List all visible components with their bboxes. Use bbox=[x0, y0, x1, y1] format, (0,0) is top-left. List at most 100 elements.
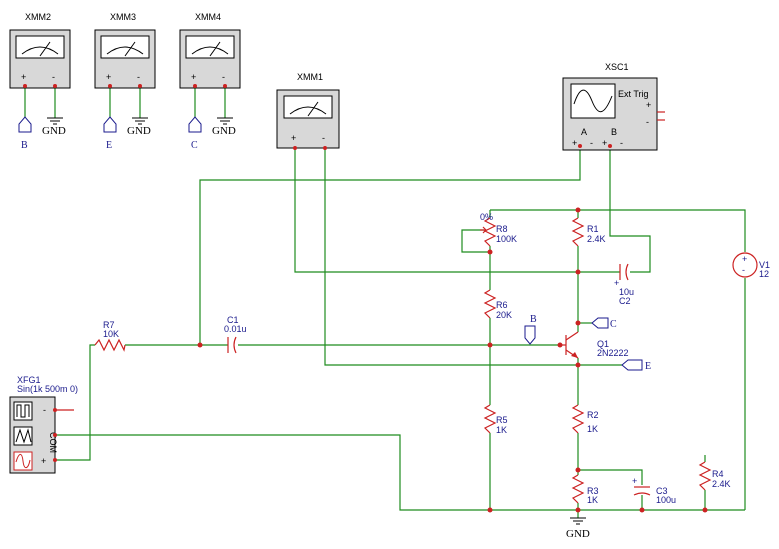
xmm2-scale-icon bbox=[21, 46, 59, 55]
multimeter-xmm1[interactable]: XMM1 +- bbox=[276, 72, 340, 150]
svg-text:+: + bbox=[572, 138, 577, 148]
function-generator-xfg1[interactable]: XFG1 Sin(1k 500m 0) - COM + bbox=[9, 375, 78, 474]
xmm3-needle-icon bbox=[124, 41, 136, 57]
connector-e[interactable]: E bbox=[621, 359, 651, 372]
wire-xmm1-plus bbox=[294, 148, 620, 273]
c2-value: 10u bbox=[619, 287, 634, 297]
connector-b[interactable]: B bbox=[524, 314, 537, 345]
resistor-r2[interactable]: R2 1K bbox=[571, 404, 599, 434]
connector-e-label: E bbox=[645, 361, 651, 372]
connector-c-label: C bbox=[610, 319, 617, 330]
sine-wave-icon bbox=[573, 89, 613, 113]
capacitor-c1[interactable]: C1 0.01u bbox=[224, 315, 247, 354]
resistor-r3[interactable]: R3 1K bbox=[571, 474, 599, 505]
wire-ground-bus bbox=[55, 434, 745, 511]
xfg1-com-label: COM bbox=[48, 432, 58, 453]
xmm4-scale-icon bbox=[191, 46, 229, 55]
wire-scope-b bbox=[609, 146, 651, 273]
capacitor-c2[interactable]: + 10u C2 bbox=[614, 263, 634, 306]
ground-label: GND bbox=[566, 528, 590, 540]
r4-ref: R4 bbox=[712, 469, 724, 479]
c3-ref: C3 bbox=[656, 486, 668, 496]
c1-value: 0.01u bbox=[224, 324, 247, 334]
svg-text:-: - bbox=[137, 72, 140, 82]
xmm1-scale-icon bbox=[289, 106, 327, 115]
svg-text:-: - bbox=[742, 265, 745, 275]
q1-ref: Q1 bbox=[597, 339, 609, 349]
connector-e-icon bbox=[621, 359, 643, 371]
svg-text:-: - bbox=[52, 72, 55, 82]
r6-value: 20K bbox=[496, 310, 512, 320]
ground-symbol: GND bbox=[566, 517, 590, 540]
wire-c3-top bbox=[578, 469, 643, 485]
xmm2-needle-icon bbox=[39, 41, 51, 57]
r5-ref: R5 bbox=[496, 415, 508, 425]
c3-value: 100u bbox=[656, 495, 676, 505]
r1-value: 2.4K bbox=[587, 234, 606, 244]
resistor-r4[interactable]: R4 2.4K bbox=[698, 461, 731, 491]
ground-icon bbox=[570, 517, 586, 525]
connector-b-icon bbox=[524, 325, 536, 345]
capacitor-c3[interactable]: + C3 100u bbox=[632, 476, 676, 505]
q1-value: 2N2222 bbox=[597, 348, 629, 358]
r3-value: 1K bbox=[587, 495, 598, 505]
svg-text:+: + bbox=[291, 133, 296, 143]
ground-icon-xmm3 bbox=[132, 117, 148, 125]
c2-ref: C2 bbox=[619, 296, 631, 306]
xfg1-title: XFG1 bbox=[17, 375, 41, 385]
r7-value: 10K bbox=[103, 329, 119, 339]
xmm1-title: XMM1 bbox=[297, 72, 323, 82]
v1-ref: V1 bbox=[759, 260, 770, 270]
probe-b-icon bbox=[18, 116, 32, 133]
svg-text:+: + bbox=[632, 476, 637, 486]
transistor-q1[interactable]: Q1 2N2222 bbox=[560, 331, 629, 359]
xmm1-needle-icon bbox=[307, 101, 319, 117]
potentiometer-r8[interactable]: 0% R8 100K bbox=[480, 212, 517, 247]
multimeter-xmm4[interactable]: XMM4 +- bbox=[179, 12, 241, 89]
multimeter-xmm3[interactable]: XMM3 +- bbox=[94, 12, 156, 89]
xsc1-title: XSC1 bbox=[605, 62, 629, 72]
ground-icon-xmm2 bbox=[47, 117, 63, 125]
xmm2-gnd-label: GND bbox=[42, 125, 66, 137]
junctions bbox=[197, 207, 708, 513]
wire-gen-plus bbox=[55, 344, 95, 461]
xmm4-gnd-label: GND bbox=[212, 125, 236, 137]
wires bbox=[24, 88, 746, 518]
svg-text:-: - bbox=[590, 138, 593, 148]
connector-c-icon bbox=[591, 317, 609, 329]
svg-text:+: + bbox=[21, 72, 26, 82]
svg-text:-: - bbox=[620, 138, 623, 148]
probe-e-label: E bbox=[106, 140, 112, 151]
ground-icon-xmm4 bbox=[217, 117, 233, 125]
r3-ref: R3 bbox=[587, 486, 599, 496]
r1-ref: R1 bbox=[587, 224, 599, 234]
svg-text:+: + bbox=[191, 72, 196, 82]
r5-value: 1K bbox=[496, 425, 507, 435]
meter-probes: B E C GND GND GND bbox=[18, 116, 236, 151]
xmm3-title: XMM3 bbox=[110, 12, 136, 22]
v1-value: 12 bbox=[759, 269, 769, 279]
resistor-r5[interactable]: R5 1K bbox=[483, 404, 508, 435]
xsc1-channel-a: A bbox=[581, 127, 587, 137]
oscilloscope-xsc1[interactable]: XSC1 Ext Trig +- A B +- +- bbox=[562, 62, 665, 151]
svg-text:+: + bbox=[646, 100, 651, 110]
xmm4-needle-icon bbox=[209, 41, 221, 57]
resistor-r7[interactable]: R7 10K bbox=[94, 320, 126, 352]
svg-text:-: - bbox=[43, 405, 46, 415]
svg-text:+: + bbox=[614, 278, 619, 288]
svg-text:+: + bbox=[602, 138, 607, 148]
resistor-r1[interactable]: R1 2.4K bbox=[571, 217, 606, 247]
r8-value: 100K bbox=[496, 234, 517, 244]
probe-b-label: B bbox=[21, 140, 28, 151]
voltage-source-v1[interactable]: + - V1 12 bbox=[732, 252, 770, 279]
probe-c-label: C bbox=[191, 140, 198, 151]
multimeter-xmm2[interactable]: XMM2 +- bbox=[9, 12, 71, 89]
svg-text:-: - bbox=[222, 72, 225, 82]
c1-ref: C1 bbox=[227, 315, 239, 325]
wire-xmm1-minus bbox=[324, 148, 622, 366]
r2-value: 1K bbox=[587, 424, 598, 434]
resistor-r6[interactable]: R6 20K bbox=[483, 289, 512, 320]
connector-c[interactable]: C bbox=[591, 317, 617, 330]
wire-top-rail bbox=[490, 209, 746, 252]
